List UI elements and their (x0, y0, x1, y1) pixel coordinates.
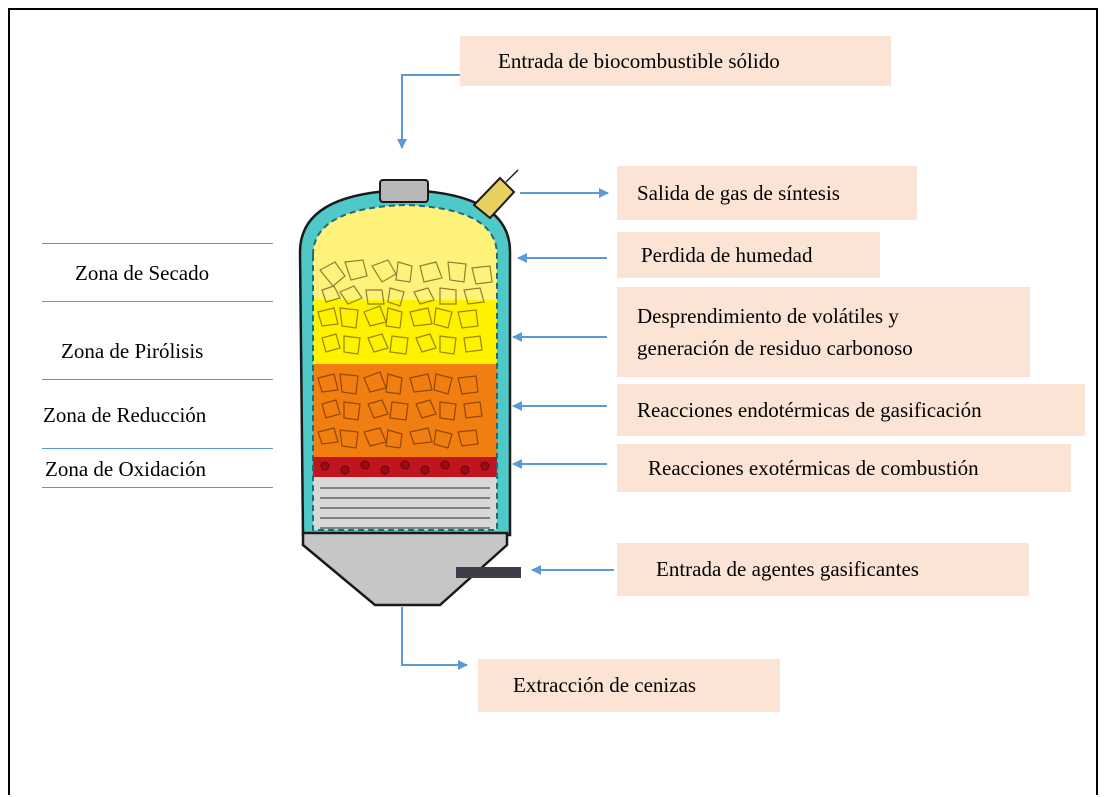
fuel-inlet-cap (379, 179, 429, 203)
zone-separator (42, 243, 273, 244)
callout-endothermic-text: Reacciones endotérmicas de gasificación (637, 397, 982, 422)
ash-hopper (301, 531, 509, 607)
callout-fuel-input: Entrada de biocombustible sólido (460, 36, 891, 86)
callout-moisture-loss: Perdida de humedad (617, 232, 880, 278)
figure-frame (8, 8, 1098, 795)
callout-volatiles: Desprendimiento de volátiles y generació… (617, 287, 1030, 377)
drying-layer (313, 255, 497, 303)
callout-volatiles-line2: generación de residuo carbonoso (637, 336, 913, 360)
agents-inlet-pipe (456, 567, 521, 578)
callout-exothermic: Reacciones exotérmicas de combustión (617, 444, 1071, 492)
zone-separator (42, 301, 273, 302)
callout-endothermic: Reacciones endotérmicas de gasificación (617, 384, 1085, 436)
zone-separator (42, 487, 273, 488)
callout-moisture-loss-text: Perdida de humedad (641, 242, 813, 267)
callout-volatiles-line1: Desprendimiento de volátiles y (637, 304, 899, 328)
zone-label-drying: Zona de Secado (75, 261, 210, 285)
callout-agents-input: Entrada de agentes gasificantes (617, 543, 1029, 596)
zone-label-oxidation: Zona de Oxidación (45, 457, 206, 481)
callout-fuel-input-text: Entrada de biocombustible sólido (498, 48, 780, 73)
syngas-pipe (472, 176, 516, 220)
zone-separator (42, 379, 273, 380)
callout-ash-extraction: Extracción de cenizas (478, 659, 780, 712)
fuel-input-arrow (397, 74, 460, 149)
callout-ash-extraction-text: Extracción de cenizas (513, 673, 697, 697)
callout-syngas-output: Salida de gas de síntesis (617, 166, 917, 220)
zone-label-pyrolysis: Zona de Pirólisis (61, 339, 204, 363)
callout-agents-input-text: Entrada de agentes gasificantes (656, 557, 919, 581)
callout-exothermic-text: Reacciones exotérmicas de combustión (648, 455, 979, 480)
callout-syngas-output-text: Salida de gas de síntesis (637, 180, 840, 205)
zone-separator (42, 448, 273, 449)
zone-label-reduction: Zona de Reducción (43, 403, 207, 427)
grate-layer (313, 477, 497, 530)
ash-arrow (401, 607, 468, 670)
